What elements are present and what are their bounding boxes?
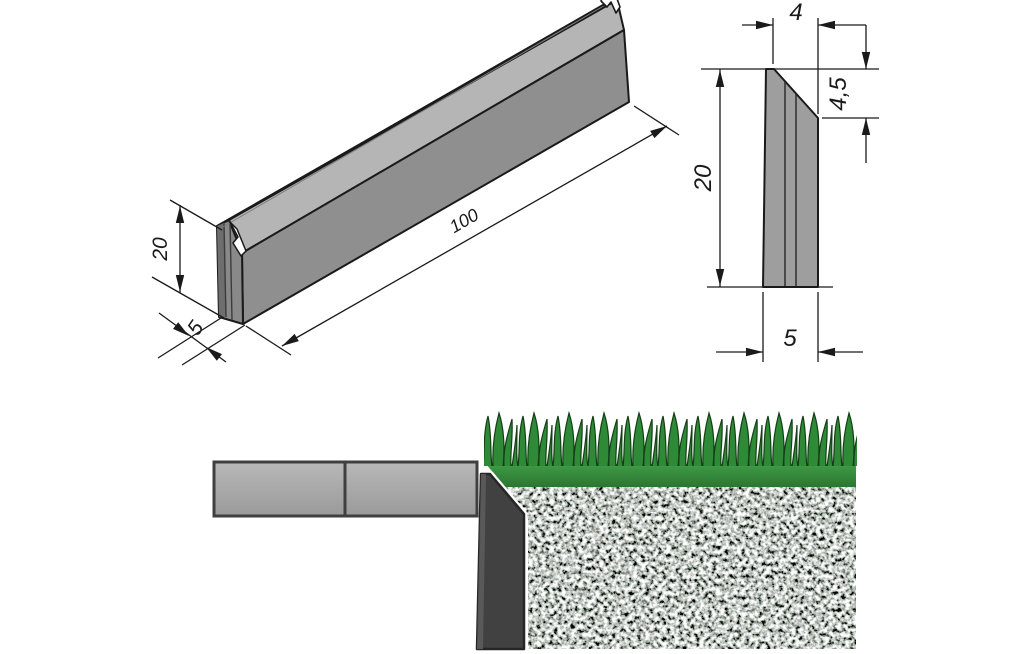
iso-length-label: 100: [446, 205, 482, 237]
iso-end-groove-line: [223, 223, 227, 318]
cross-section-view: 20 4 4,5 5: [690, 0, 879, 362]
iso-height-label: 20: [149, 237, 172, 262]
cross-section-profile: [762, 68, 819, 288]
cs-base-width-label: 5: [783, 325, 797, 352]
dim-iso-height: 20: [149, 199, 225, 319]
grass-band: [486, 464, 856, 487]
cs-chamfer-height-label: 4,5: [825, 77, 852, 111]
chip-mark-near: [229, 221, 247, 257]
iso-top-arris-line: [220, 6, 603, 229]
cs-height-label: 20: [690, 164, 717, 192]
paver-block-2: [343, 460, 479, 518]
dim-cs-chamfer-width: 4: [742, 0, 866, 114]
edging-stone: [475, 472, 526, 651]
iso-end-face-shadow-strip: [217, 223, 226, 318]
installation-view: [212, 412, 857, 653]
iso-width-label: 5: [183, 317, 209, 340]
isometric-view: 20 5 100: [149, 0, 680, 366]
chip-mark-far: [600, 0, 621, 14]
dim-cs-chamfer-height: 4,5: [825, 25, 871, 163]
paver-block-1: [212, 460, 347, 518]
edging-stone-highlight: [477, 474, 486, 649]
iso-end-groove-line: [229, 220, 233, 321]
iso-front-face: [241, 29, 630, 325]
grass-blades: [484, 412, 857, 466]
gravel-texture: [503, 487, 856, 649]
dim-cs-height: 20: [690, 69, 725, 287]
dim-cs-base-width: 5: [716, 292, 863, 362]
cs-chamfer-width-label: 4: [789, 0, 802, 26]
